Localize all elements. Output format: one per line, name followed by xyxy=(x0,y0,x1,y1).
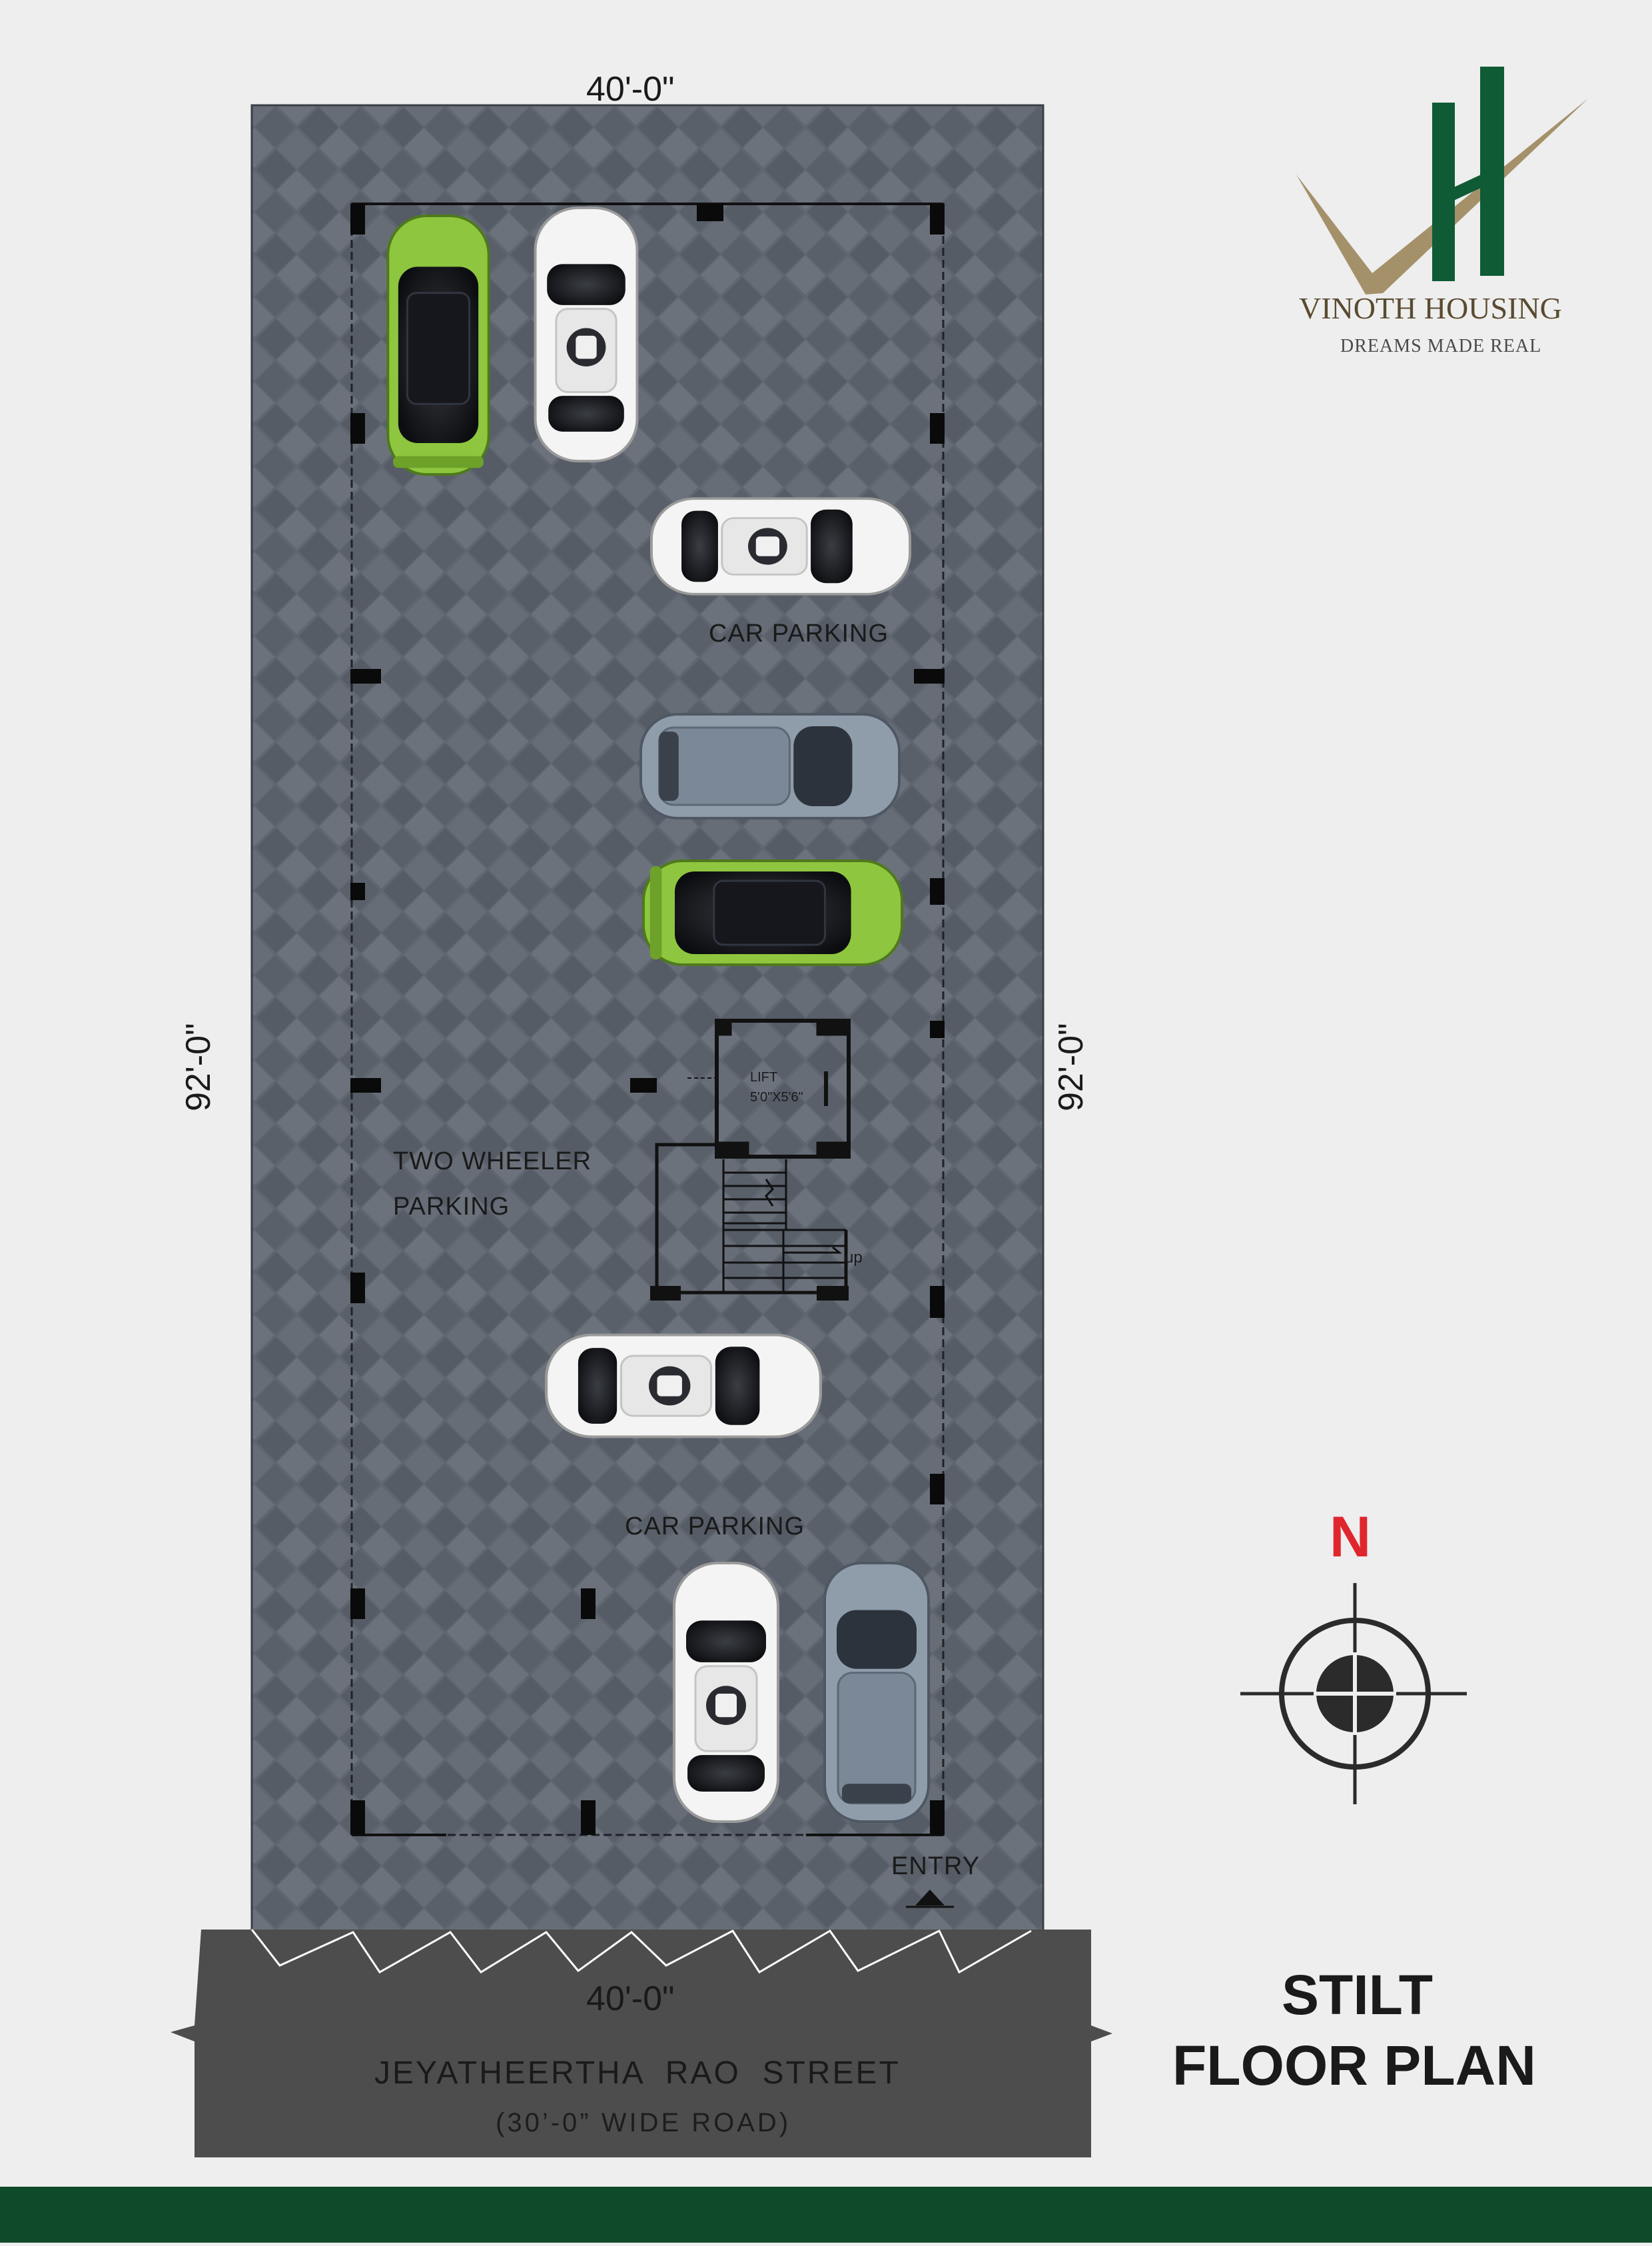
road-surface xyxy=(171,1930,1112,2157)
car-white-top xyxy=(534,206,639,463)
area-label-car-parking-lower: CAR PARKING xyxy=(625,1512,805,1540)
car-grey-right xyxy=(639,713,901,820)
car-grey-bottom xyxy=(823,1561,930,1824)
car-white-middle xyxy=(546,1335,821,1437)
gate-leaves xyxy=(250,1929,1032,1974)
brand-name: VINOTH HOUSING xyxy=(1299,291,1562,325)
dimension-right: 92'-0" xyxy=(1052,1023,1090,1111)
car-lime-right xyxy=(641,859,904,966)
area-label-two-wheeler-2: PARKING xyxy=(393,1193,510,1221)
lift-core xyxy=(687,1019,851,1159)
road-width-note: (30’-0” WIDE ROAD) xyxy=(496,2108,791,2137)
entry-label: ENTRY xyxy=(891,1852,981,1880)
lift-size-label: 5'0"X5'6" xyxy=(750,1090,803,1105)
stair-up-label: up xyxy=(845,1249,863,1267)
street-name: JEYATHEERTHA RAO STREET xyxy=(374,2055,901,2091)
car-lime-top-left xyxy=(386,214,490,476)
area-label-car-parking-upper: CAR PARKING xyxy=(709,620,889,648)
footer-band xyxy=(0,2187,1652,2243)
logo-icon xyxy=(1296,67,1588,294)
brand-tagline: DREAMS MADE REAL xyxy=(1340,336,1542,356)
dimension-bottom: 40'-0" xyxy=(586,1979,675,2018)
columns xyxy=(350,204,945,1835)
area-label-two-wheeler-1: TWO WHEELER xyxy=(393,1147,592,1175)
plan-title-line-2: FLOOR PLAN xyxy=(1172,2034,1536,2097)
entry-arrow xyxy=(906,1890,954,1908)
car-white-right-1 xyxy=(650,497,912,596)
north-compass-icon xyxy=(1240,1583,1467,1804)
compass-north-label: N xyxy=(1330,1505,1372,1569)
plan-title-line-1: STILT xyxy=(1282,1964,1434,2026)
dimension-left: 92'-0" xyxy=(179,1023,218,1111)
staircase xyxy=(650,1143,849,1301)
car-white-bottom xyxy=(673,1561,779,1824)
lift-label: LIFT xyxy=(750,1070,778,1085)
dimension-top: 40'-0" xyxy=(586,70,675,109)
